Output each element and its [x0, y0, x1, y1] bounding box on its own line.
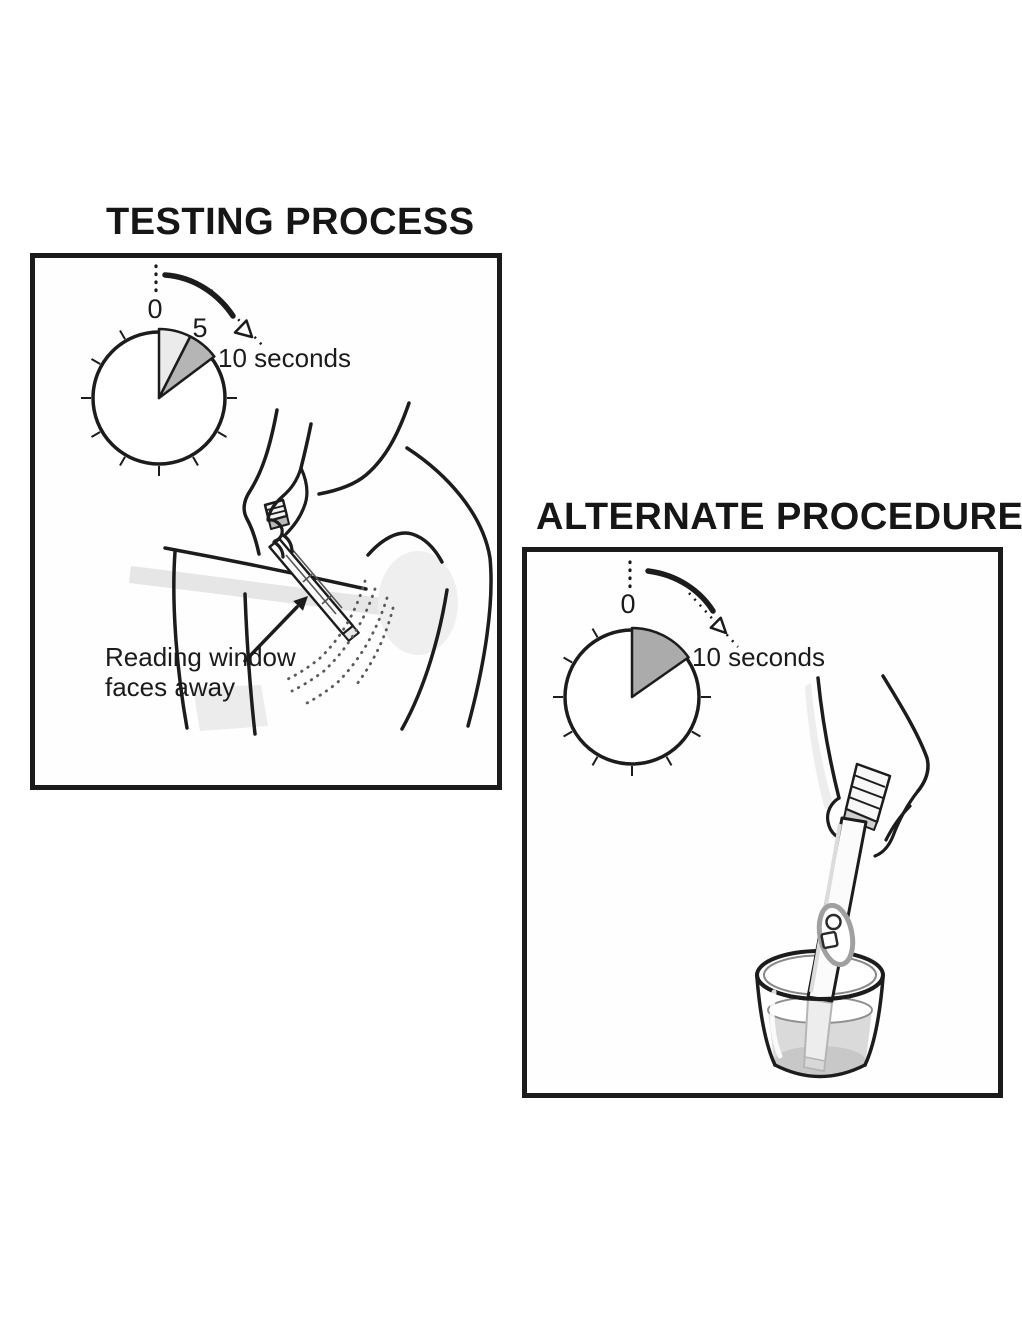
wrist-left-line	[816, 676, 841, 800]
cup-bottom	[773, 1063, 867, 1079]
annotation-arrow	[243, 596, 308, 663]
timer-start-label: 0	[147, 294, 162, 324]
timer-clock-alt: 0 10 seconds	[553, 560, 825, 776]
hand-illustration	[816, 674, 930, 800]
test-stick	[806, 816, 868, 1003]
finger-inner-line	[884, 804, 912, 842]
arm-inner-line	[299, 422, 313, 470]
person-illustration	[163, 401, 493, 736]
alternate-procedure-illustration: 0 10 seconds	[553, 560, 930, 1079]
clock-ticks	[553, 628, 711, 776]
crotch-curve	[366, 531, 444, 564]
countdown-arrow-arc	[645, 568, 716, 614]
wrist-right-line	[881, 674, 930, 793]
left-leg-outer	[172, 550, 189, 730]
hand-illustration	[266, 466, 309, 559]
open-arrowhead-icon	[233, 319, 254, 339]
result-square-window	[820, 930, 839, 950]
alternate-procedure-panel: 0 10 seconds	[522, 547, 1003, 1098]
timer-end-label: 10 seconds	[218, 343, 351, 373]
reading-window-label-line1: Reading window	[105, 642, 296, 672]
body-shading	[129, 551, 458, 731]
testing-process-illustration: Reading window faces away 0 5 10 seconds	[81, 264, 493, 736]
timer-mid-label: 5	[192, 313, 207, 343]
cup-side-right	[863, 976, 885, 1067]
cup-highlight	[769, 989, 783, 1059]
timer-wedge-5-10	[157, 335, 216, 400]
lap-line	[163, 546, 368, 591]
hip-outline	[405, 446, 493, 728]
testing-process-title: TESTING PROCESS	[106, 201, 475, 243]
cup-rim-front	[755, 973, 885, 1001]
result-circle-window	[825, 913, 842, 931]
timer-end-label: 10 seconds	[692, 642, 825, 672]
testing-process-panel: Reading window faces away 0 5 10 seconds	[30, 253, 502, 790]
open-arrowhead-icon	[709, 616, 728, 635]
finger-front-line	[873, 789, 920, 858]
knuckle-line	[272, 540, 285, 559]
ten-second-dashed-line	[688, 592, 739, 648]
wrist-shading	[805, 683, 834, 809]
arm-outline	[242, 408, 279, 556]
timer-clock: 0 5 10 seconds	[81, 264, 351, 476]
knuckle-line	[281, 533, 294, 554]
arrowhead-icon	[293, 596, 308, 611]
timer-wedge-0-10	[630, 626, 690, 699]
timer-start-label: 0	[620, 589, 635, 619]
torso-line	[317, 401, 411, 496]
submerged-stick-tip	[803, 1056, 826, 1072]
alternate-procedure-title: ALTERNATE PROCEDURE	[536, 496, 1022, 538]
countdown-arrow-arc	[162, 272, 236, 319]
clock-ticks	[81, 329, 237, 476]
right-leg-inner	[400, 588, 449, 731]
test-stick-grip	[843, 762, 892, 831]
reading-window-label-line2: faces away	[105, 672, 235, 702]
specimen-cup-front	[755, 973, 885, 1079]
urine-stream-dots	[286, 579, 395, 705]
thumb-line	[266, 518, 284, 543]
left-leg-inner	[243, 592, 257, 736]
cup-side-left	[755, 976, 777, 1067]
